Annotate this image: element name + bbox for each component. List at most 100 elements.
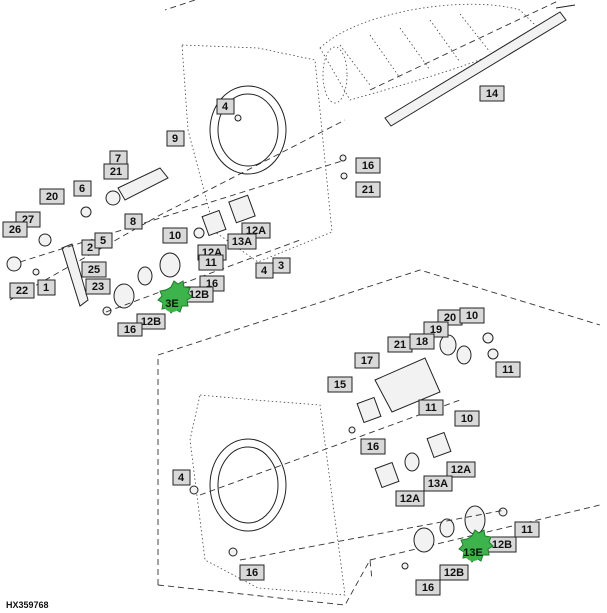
svg-text:4: 4 <box>261 265 268 277</box>
shaft <box>384 4 576 127</box>
svg-text:23: 23 <box>92 281 104 293</box>
callout-25: 25 <box>81 261 107 278</box>
callout-21b: 21 <box>103 163 129 180</box>
svg-text:11: 11 <box>521 524 533 536</box>
callout-12b-b-lower: 12B <box>439 564 469 581</box>
svg-text:4: 4 <box>178 472 185 484</box>
callout-12b-lower: 12B <box>487 536 517 553</box>
svg-text:16: 16 <box>422 582 434 594</box>
svg-text:10: 10 <box>461 413 473 425</box>
svg-text:21: 21 <box>110 166 122 178</box>
gear-callout-13e: 13E <box>458 529 494 563</box>
callout-3: 3 <box>272 257 291 274</box>
gear-callout-3e: 3E <box>157 280 193 314</box>
svg-text:12A: 12A <box>451 464 471 476</box>
svg-text:2: 2 <box>87 242 93 254</box>
callout-16: 16 <box>355 157 381 174</box>
callout-16b-lower: 16 <box>239 564 265 581</box>
callout-10-lower: 10 <box>459 307 485 324</box>
svg-text:12B: 12B <box>189 289 209 301</box>
svg-text:19: 19 <box>430 324 442 336</box>
callout-4b: 4 <box>255 262 274 279</box>
svg-text:21: 21 <box>394 339 406 351</box>
callout-14: 14 <box>479 85 505 102</box>
svg-text:10: 10 <box>466 310 478 322</box>
svg-text:13E: 13E <box>463 547 483 559</box>
callout-22: 22 <box>9 282 35 299</box>
upper-assembly: 14 4 9 16 21 7 21 6 8 20 27 26 2 5 10 12… <box>2 0 576 337</box>
svg-text:16: 16 <box>367 441 379 453</box>
svg-text:18: 18 <box>416 336 428 348</box>
svg-text:16: 16 <box>124 324 136 336</box>
svg-text:8: 8 <box>130 216 136 228</box>
svg-text:13A: 13A <box>232 236 252 248</box>
callout-20-lower: 20 <box>437 309 463 326</box>
callout-13a: 13A <box>227 233 257 250</box>
callout-20: 20 <box>39 188 65 205</box>
svg-text:10: 10 <box>169 230 181 242</box>
svg-text:12A: 12A <box>400 493 420 505</box>
callout-6: 6 <box>73 180 92 197</box>
callout-12a-b-lower: 12A <box>395 490 425 507</box>
svg-text:20: 20 <box>444 312 456 324</box>
callout-12b-b: 12B <box>136 313 166 330</box>
callout-11b-lower: 11 <box>418 399 444 416</box>
callout-10: 10 <box>162 227 188 244</box>
callout-8: 8 <box>124 213 143 230</box>
callout-11c-lower: 11 <box>514 521 540 538</box>
callout-17-lower: 17 <box>354 352 380 369</box>
lower-link-arm <box>374 357 441 413</box>
upper-plate-opening <box>209 85 287 175</box>
callout-16c: 16 <box>117 322 143 337</box>
callout-9: 9 <box>166 130 185 147</box>
svg-text:15: 15 <box>334 379 346 391</box>
svg-text:11: 11 <box>502 364 514 376</box>
link-arm <box>117 167 169 201</box>
callout-5: 5 <box>94 232 113 249</box>
svg-text:3: 3 <box>278 260 284 272</box>
svg-text:11: 11 <box>205 257 217 269</box>
svg-text:7: 7 <box>115 153 121 165</box>
callout-4: 4 <box>216 98 235 115</box>
callout-13a-lower: 13A <box>423 475 453 492</box>
svg-text:4: 4 <box>222 101 229 113</box>
svg-text:1: 1 <box>43 282 49 294</box>
svg-text:16: 16 <box>246 567 258 579</box>
svg-text:16: 16 <box>362 160 374 172</box>
lower-plate-opening <box>209 438 287 532</box>
svg-text:5: 5 <box>100 235 106 247</box>
callout-27: 27 <box>15 211 41 228</box>
svg-text:17: 17 <box>361 355 373 367</box>
svg-text:11: 11 <box>425 402 437 414</box>
svg-text:21: 21 <box>362 184 374 196</box>
callout-23: 23 <box>85 278 111 295</box>
callout-26: 26 <box>2 221 28 238</box>
svg-text:26: 26 <box>9 224 21 236</box>
svg-text:13A: 13A <box>428 478 448 490</box>
svg-text:9: 9 <box>172 133 178 145</box>
callout-11: 11 <box>198 254 224 271</box>
svg-text:20: 20 <box>46 191 58 203</box>
callout-21: 21 <box>355 181 381 198</box>
callout-12a-lower: 12A <box>446 461 476 478</box>
callout-19-lower: 19 <box>423 321 449 338</box>
callout-16-lower: 16 <box>360 438 386 455</box>
rotor-assembly <box>319 3 541 104</box>
lower-assembly: 20 10 19 21 18 17 11 15 11 16 10 4 12A 1… <box>157 269 601 606</box>
lower-side-plate <box>189 394 346 596</box>
svg-text:12B: 12B <box>141 316 161 328</box>
callout-21-lower: 21 <box>387 336 413 353</box>
callout-12b: 12B <box>184 286 214 303</box>
svg-text:12B: 12B <box>444 567 464 579</box>
svg-text:12B: 12B <box>492 539 512 551</box>
svg-text:3E: 3E <box>165 298 178 310</box>
svg-text:6: 6 <box>79 183 85 195</box>
svg-text:25: 25 <box>88 264 100 276</box>
callout-18-lower: 18 <box>409 333 435 350</box>
svg-text:14: 14 <box>486 88 499 100</box>
pivot-arm <box>61 243 89 307</box>
callout-10b-lower: 10 <box>454 410 480 427</box>
svg-text:22: 22 <box>16 285 28 297</box>
figure-id: HX359768 <box>6 600 49 610</box>
